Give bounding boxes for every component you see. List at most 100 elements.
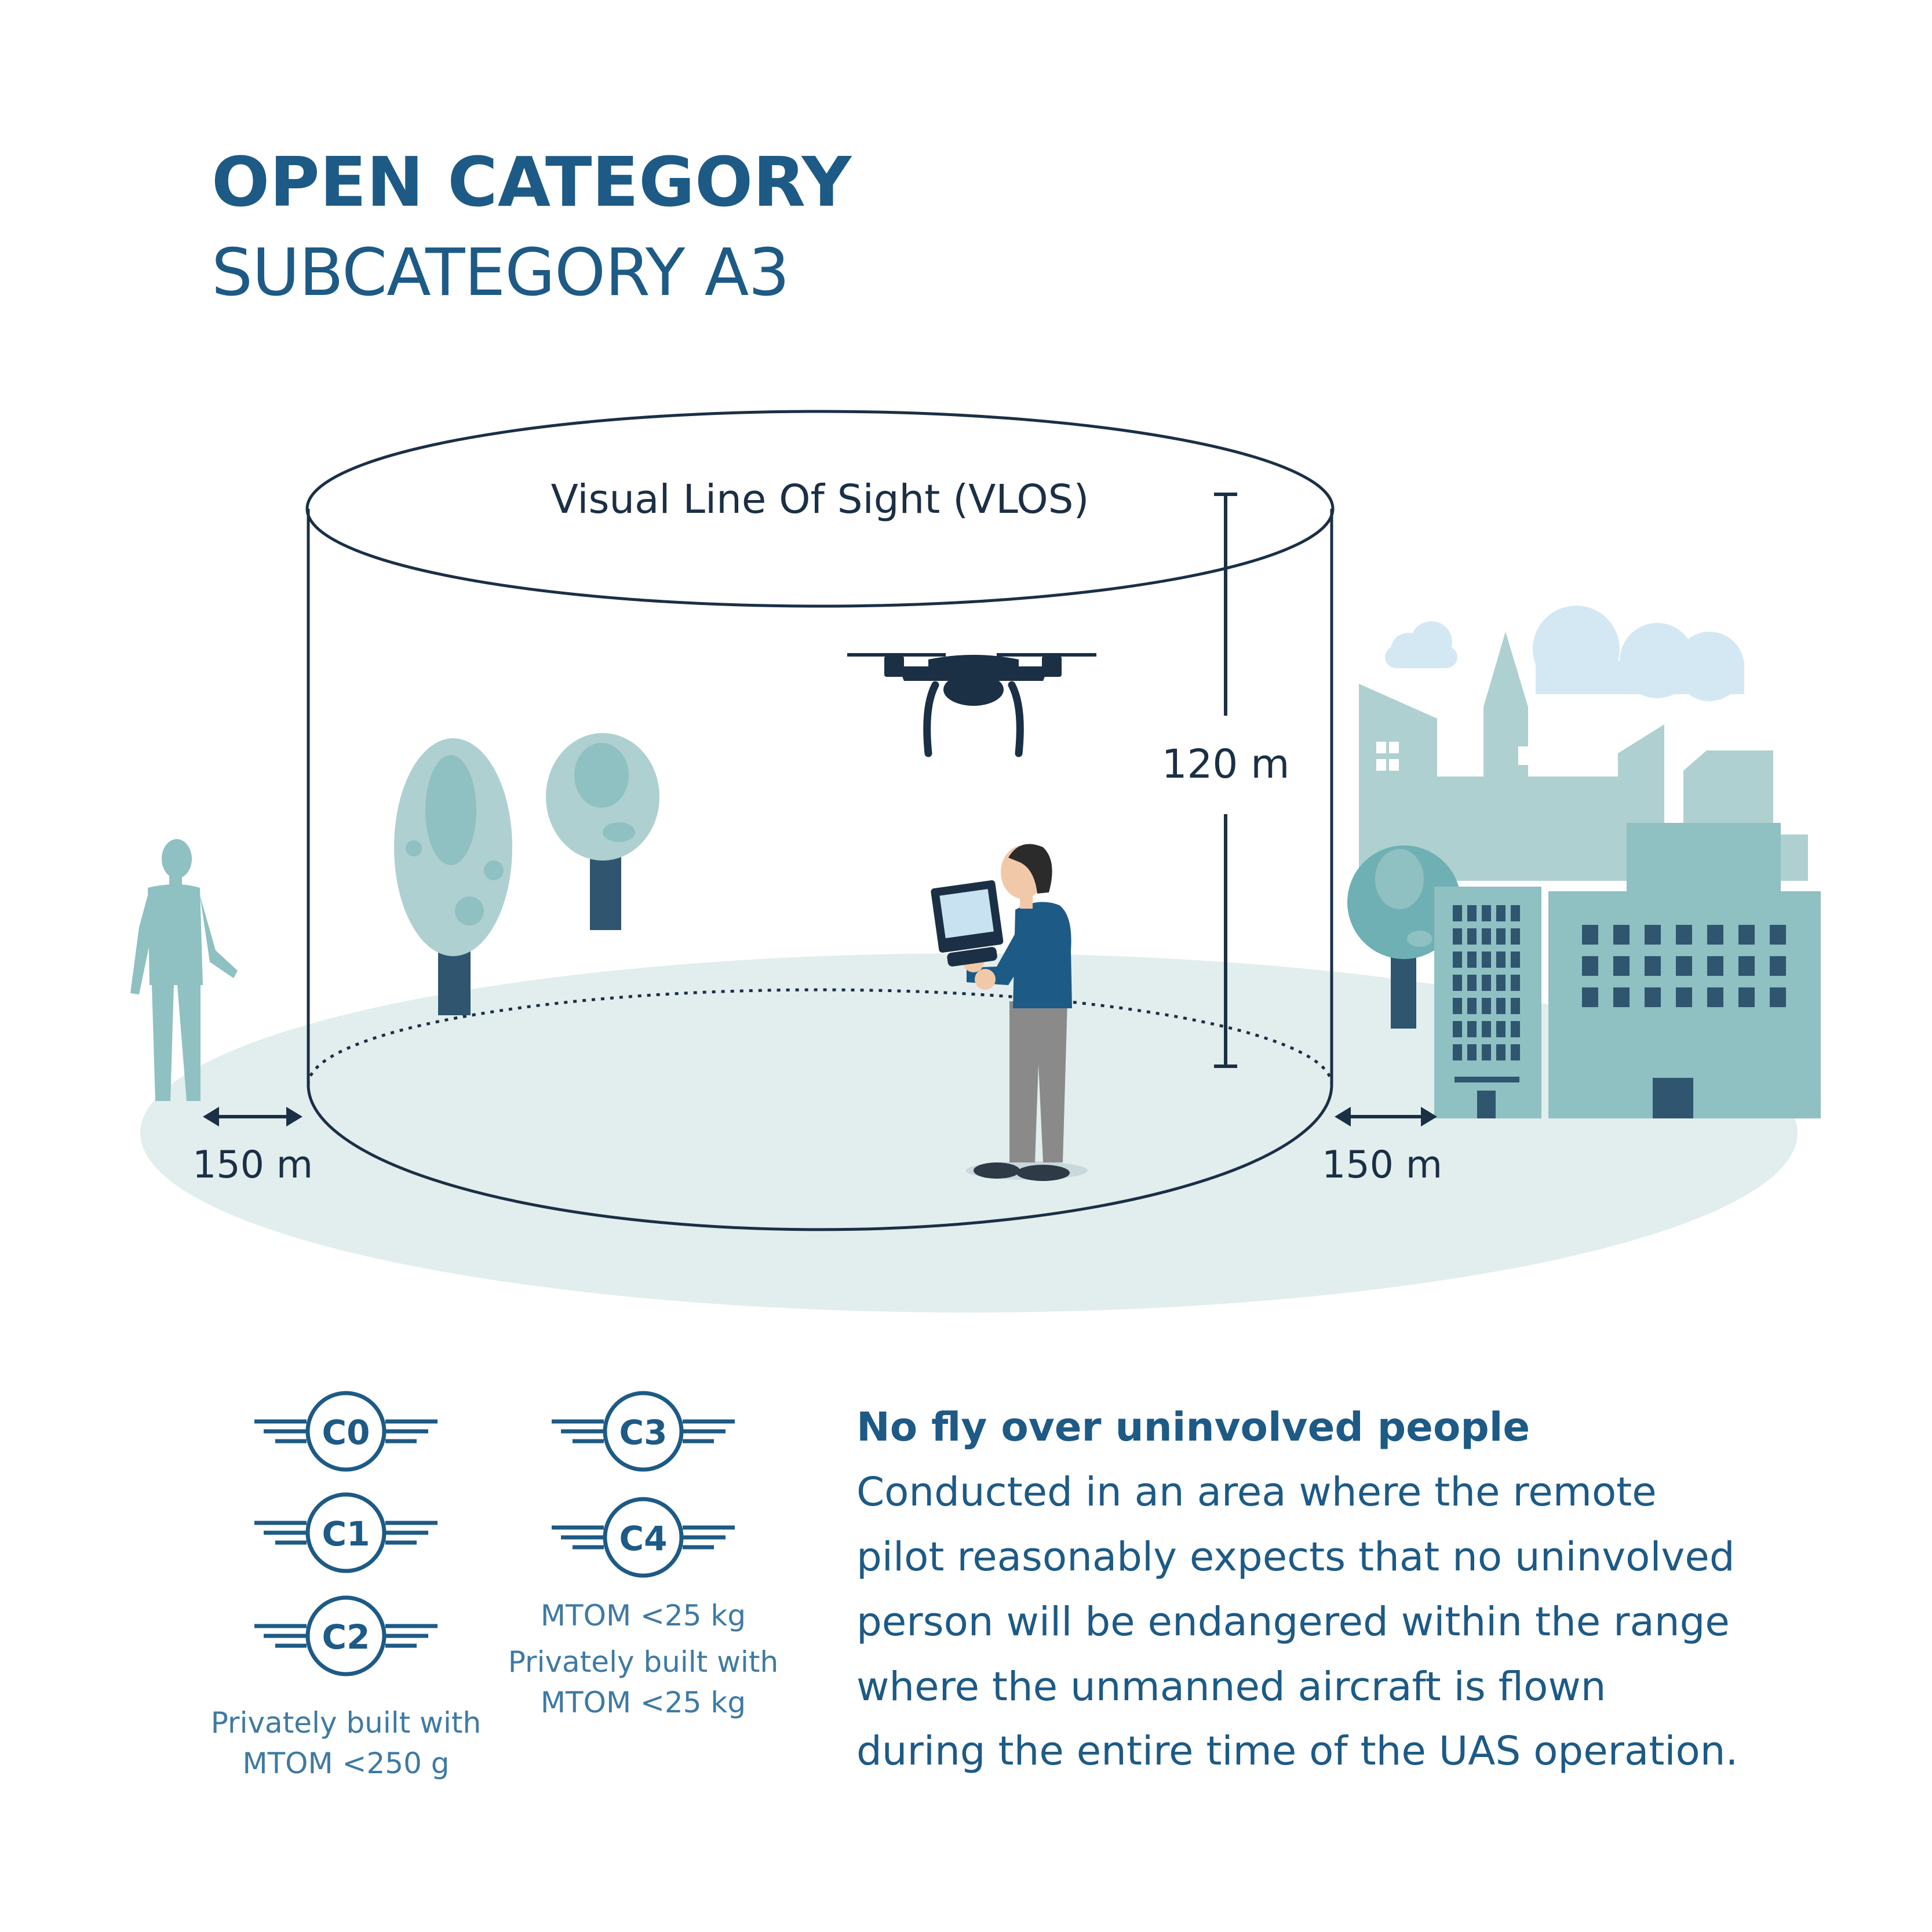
class-badge-c4: C4 — [552, 1497, 735, 1578]
remote-pilot — [963, 844, 1088, 1181]
note-line: MTOM <25 kg — [541, 1686, 746, 1719]
left-badge-note: Privately built with MTOM <250 g — [211, 1706, 481, 1780]
cloud-large — [1533, 606, 1744, 701]
building-details — [1455, 1077, 1693, 1118]
window — [1467, 975, 1477, 991]
class-badge-label: C3 — [619, 1413, 668, 1452]
class-badge-c2: C2 — [254, 1595, 438, 1676]
window — [1738, 956, 1755, 976]
window — [1496, 1021, 1505, 1037]
building-windows — [1376, 742, 1537, 771]
window — [1582, 925, 1598, 945]
window — [1676, 956, 1692, 976]
left-distance-label: 150 m — [192, 1143, 313, 1187]
window — [1770, 956, 1786, 976]
window — [1453, 952, 1462, 968]
note-line: Privately built with — [211, 1706, 481, 1740]
window — [1482, 952, 1491, 968]
window — [1496, 952, 1505, 968]
window — [1582, 987, 1598, 1007]
note-line: MTOM <250 g — [242, 1747, 449, 1780]
window — [1482, 1044, 1491, 1060]
window — [1582, 956, 1598, 976]
class-badge-label: C1 — [322, 1514, 370, 1554]
uninvolved-person — [130, 839, 238, 1101]
window — [1482, 905, 1491, 921]
window — [1613, 987, 1630, 1007]
window — [1707, 925, 1723, 945]
window — [1467, 1044, 1477, 1060]
tree-2 — [546, 733, 659, 930]
rule-description: Conducted in an area where the remote pi… — [856, 1460, 1807, 1784]
window — [1496, 905, 1505, 921]
window — [1613, 925, 1630, 945]
window — [1645, 956, 1661, 976]
window — [1613, 956, 1630, 976]
cloud-small — [1385, 621, 1457, 668]
height-label: 120 m — [1162, 741, 1290, 788]
right-badge-note: MTOM <25 kg Privately built with MTOM <2… — [508, 1599, 778, 1719]
window — [1467, 928, 1477, 945]
window — [1467, 952, 1477, 968]
remote-controller — [931, 880, 1004, 967]
rule-heading: No fly over uninvolved people — [856, 1404, 1530, 1450]
class-badge-c3: C3 — [552, 1391, 735, 1472]
window — [1482, 928, 1491, 945]
window — [1496, 975, 1505, 991]
window — [1453, 998, 1462, 1014]
note-line: Privately built with — [508, 1645, 778, 1679]
window — [1770, 987, 1786, 1007]
rule-line: person will be endangered within the ran… — [856, 1598, 1730, 1645]
tree-1 — [394, 738, 512, 1015]
window — [1482, 998, 1491, 1014]
rule-line: where the unmanned aircraft is flown — [856, 1663, 1606, 1710]
window — [1738, 987, 1755, 1007]
height-dimension — [1214, 493, 1237, 1068]
right-distance-label: 150 m — [1322, 1143, 1442, 1187]
class-badge-label: C2 — [322, 1617, 370, 1657]
window — [1453, 905, 1462, 921]
window — [1511, 928, 1520, 945]
class-badge-c1: C1 — [254, 1492, 438, 1573]
window — [1453, 1021, 1462, 1037]
class-badge-label: C0 — [322, 1413, 370, 1452]
window — [1511, 998, 1520, 1014]
class-badge-c0: C0 — [254, 1391, 438, 1472]
window — [1645, 987, 1661, 1007]
window — [1453, 975, 1462, 991]
left-distance-arrow — [203, 1107, 302, 1127]
ground-area — [140, 953, 1798, 1313]
tree-right — [1347, 845, 1461, 1029]
window — [1453, 928, 1462, 945]
rule-line: pilot reasonably expects that no uninvol… — [856, 1534, 1735, 1581]
rule-section: No fly over uninvolved people Conducted … — [856, 1402, 1807, 1784]
window — [1496, 928, 1505, 945]
window — [1467, 1021, 1477, 1037]
rule-line: during the entire time of the UAS operat… — [856, 1728, 1738, 1775]
class-badge-label: C4 — [619, 1519, 668, 1558]
window — [1467, 998, 1477, 1014]
window — [1676, 987, 1692, 1007]
window — [1511, 975, 1520, 991]
window — [1511, 1044, 1520, 1060]
vlos-label: Visual Line Of Sight (VLOS) — [551, 476, 1089, 523]
window — [1707, 956, 1723, 976]
drone — [847, 653, 1096, 757]
building-windows-dark — [1453, 905, 1786, 1060]
vlos-cylinder — [305, 410, 1335, 1231]
window — [1676, 925, 1692, 945]
window — [1511, 952, 1520, 968]
window — [1645, 925, 1661, 945]
right-distance-arrow — [1335, 1107, 1437, 1127]
window — [1482, 975, 1491, 991]
window — [1496, 1044, 1505, 1060]
window — [1453, 1044, 1462, 1060]
rule-line: Conducted in an area where the remote — [856, 1469, 1657, 1516]
window — [1511, 1021, 1520, 1037]
window — [1770, 925, 1786, 945]
page-title: OPEN CATEGORY — [212, 142, 852, 222]
window — [1511, 905, 1520, 921]
window — [1467, 905, 1477, 921]
window — [1496, 998, 1505, 1014]
